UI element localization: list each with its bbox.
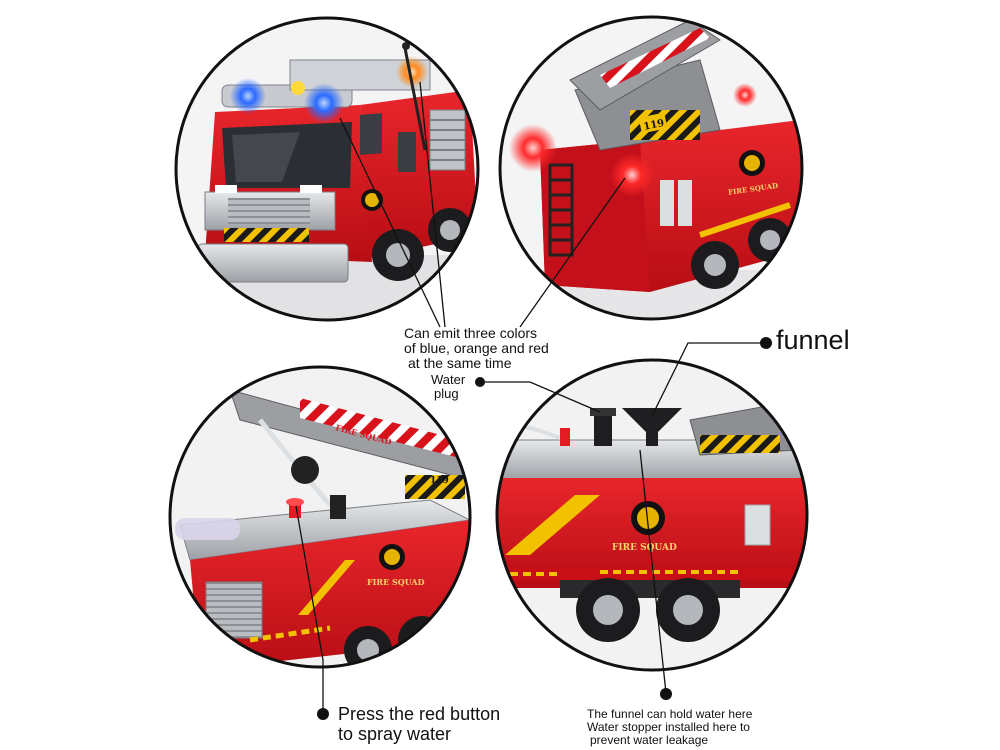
leader-line-funnel bbox=[651, 342, 766, 417]
funnel bbox=[622, 408, 682, 432]
callout-water-plug-text: Water plug bbox=[431, 372, 466, 402]
photo-frame-circle bbox=[495, 358, 809, 672]
ladder-number-decal: 119 bbox=[430, 476, 449, 486]
top-deck bbox=[179, 499, 470, 561]
photo-funnel-plug: FIRE SQUAD bbox=[495, 358, 809, 672]
photo-cab-lights bbox=[174, 16, 480, 322]
callout-dot bbox=[475, 377, 485, 387]
hazard-stripes bbox=[224, 228, 309, 242]
photo-rear-ladder: FIRE SQUAD 119 bbox=[498, 15, 804, 321]
ladder-number-decal: 119 bbox=[643, 118, 666, 133]
leader-line-blue-light bbox=[339, 117, 441, 328]
fire-squad-decal: FIRE SQUAD bbox=[612, 543, 677, 553]
water-nozzle bbox=[291, 456, 319, 484]
callout-dot bbox=[317, 708, 329, 720]
callout-leaders bbox=[295, 81, 766, 713]
leader-line-funnel-hold bbox=[639, 449, 667, 694]
photo-frame-circle bbox=[168, 365, 472, 669]
blue-light bbox=[304, 83, 344, 123]
red-light bbox=[610, 153, 654, 197]
fire-squad-decal: FIRE SQUAD bbox=[367, 577, 425, 587]
blue-light bbox=[230, 78, 266, 114]
leader-line-red-button bbox=[295, 505, 324, 713]
water-plug bbox=[594, 412, 612, 446]
callout-lights-text: Can emit three colors of blue, orange an… bbox=[404, 325, 549, 372]
callout-dot bbox=[660, 688, 672, 700]
leader-line-orange-light bbox=[419, 81, 446, 328]
leader-line-red-light bbox=[519, 177, 626, 328]
photo-frame-circle bbox=[498, 15, 804, 321]
orange-light bbox=[396, 56, 428, 88]
photo-frame-circle bbox=[174, 16, 480, 322]
callout-dot bbox=[760, 337, 772, 349]
photo-side-button: FIRE SQUAD 119 FIRE SQUAD bbox=[168, 365, 472, 669]
callout-press-button-text: Press the red button to spray water bbox=[338, 704, 501, 745]
callout-funnel-text: funnel bbox=[776, 325, 850, 355]
red-light bbox=[509, 124, 557, 172]
leader-line-water-plug bbox=[480, 381, 601, 413]
red-light bbox=[733, 83, 757, 107]
callout-funnel-hold-text: The funnel can hold water here Water sto… bbox=[587, 707, 753, 748]
hazard-stripes bbox=[700, 435, 780, 453]
hazard-stripes bbox=[405, 475, 465, 499]
